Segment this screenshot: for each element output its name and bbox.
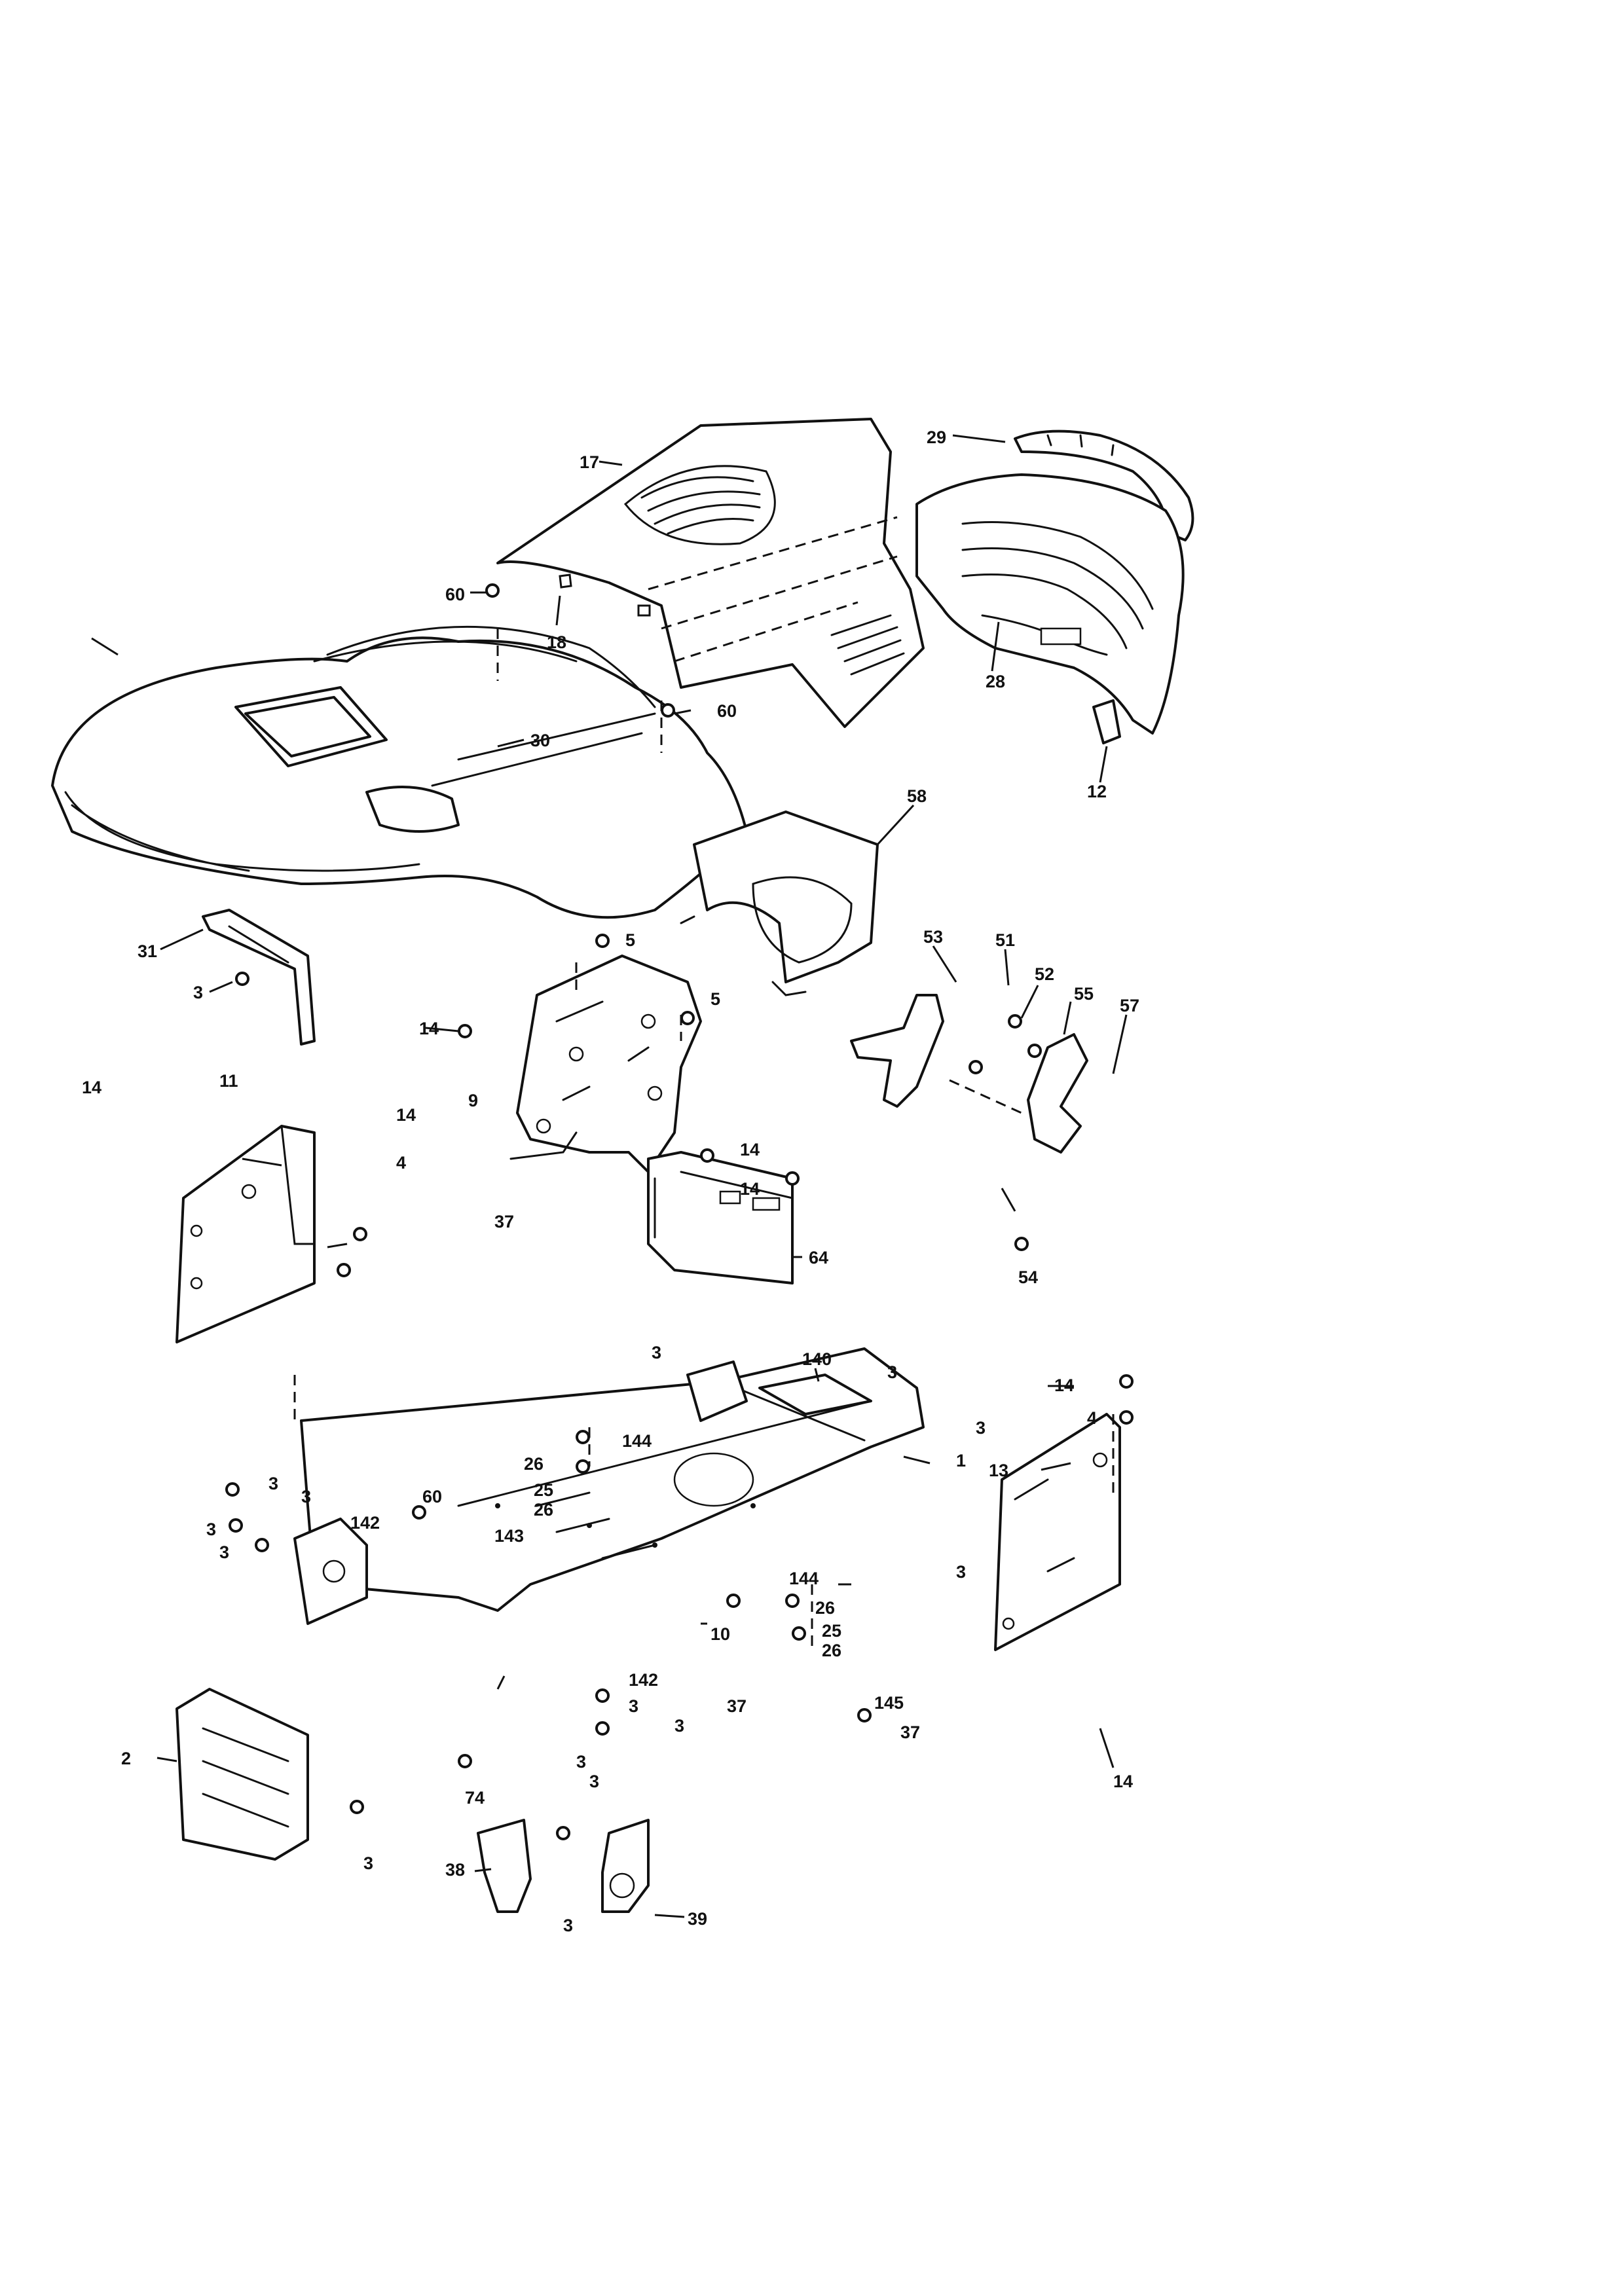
callout-2: 2 bbox=[121, 1749, 131, 1768]
hardware-fasteners bbox=[225, 583, 1134, 1840]
callout-labels: 17 29 60 18 28 60 30 12 58 31 3 5 5 53 5… bbox=[82, 428, 1139, 1935]
callout-55: 55 bbox=[1074, 984, 1094, 1004]
callout-5: 5 bbox=[625, 930, 635, 950]
callout-28: 28 bbox=[986, 672, 1005, 691]
callout-26: 26 bbox=[534, 1500, 553, 1520]
callout-37: 37 bbox=[727, 1696, 747, 1716]
callout-144: 144 bbox=[622, 1431, 652, 1451]
hood-part-17 bbox=[496, 418, 925, 728]
callout-26: 26 bbox=[524, 1454, 544, 1474]
dash-panel-part-9 bbox=[509, 955, 702, 1173]
callout-14: 14 bbox=[396, 1105, 416, 1125]
grille-strip-part-29 bbox=[1014, 429, 1194, 541]
callout-14: 14 bbox=[1054, 1376, 1074, 1395]
callout-3: 3 bbox=[674, 1716, 684, 1736]
callout-30: 30 bbox=[530, 731, 550, 750]
bracket-part-140 bbox=[686, 1360, 748, 1422]
callout-31: 31 bbox=[138, 941, 157, 961]
callout-60: 60 bbox=[445, 585, 465, 604]
callout-11: 11 bbox=[219, 1071, 238, 1091]
callout-3: 3 bbox=[956, 1562, 966, 1582]
callout-18: 18 bbox=[547, 632, 566, 652]
callout-53: 53 bbox=[923, 927, 943, 947]
callout-51: 51 bbox=[995, 930, 1015, 950]
callout-38: 38 bbox=[445, 1860, 465, 1880]
seat-bracket-part-31 bbox=[202, 909, 316, 1046]
callout-3: 3 bbox=[887, 1362, 897, 1382]
bracket-part-38 bbox=[477, 1819, 532, 1913]
callout-10: 10 bbox=[710, 1624, 730, 1644]
callout-14: 14 bbox=[82, 1078, 101, 1097]
pedal-bracket-part-55 bbox=[1027, 1033, 1088, 1154]
main-frame-part-1 bbox=[300, 1347, 925, 1612]
callout-57: 57 bbox=[1120, 996, 1139, 1015]
callout-3: 3 bbox=[629, 1696, 638, 1716]
heat-shield-part-58 bbox=[680, 811, 879, 996]
callout-142: 142 bbox=[350, 1513, 380, 1533]
front-shroud-part-28 bbox=[915, 473, 1185, 735]
callout-12: 12 bbox=[1087, 782, 1107, 801]
callout-144: 144 bbox=[789, 1569, 819, 1588]
leader-lines bbox=[91, 434, 1128, 1918]
callout-4: 4 bbox=[396, 1153, 406, 1173]
callout-3: 3 bbox=[206, 1520, 216, 1539]
callout-3: 3 bbox=[652, 1343, 661, 1362]
callout-3: 3 bbox=[268, 1474, 278, 1493]
callout-3: 3 bbox=[589, 1772, 599, 1791]
callout-143: 143 bbox=[494, 1526, 524, 1546]
callout-3: 3 bbox=[301, 1487, 311, 1506]
callout-26: 26 bbox=[815, 1598, 835, 1618]
callout-3: 3 bbox=[563, 1916, 573, 1935]
callout-74: 74 bbox=[465, 1788, 485, 1808]
callout-14: 14 bbox=[740, 1179, 760, 1199]
callout-25: 25 bbox=[534, 1480, 553, 1500]
callout-145: 145 bbox=[874, 1693, 904, 1713]
callout-14: 14 bbox=[740, 1140, 760, 1159]
callout-60: 60 bbox=[717, 701, 737, 721]
callout-14: 14 bbox=[419, 1019, 439, 1038]
callout-13: 13 bbox=[989, 1461, 1008, 1480]
callout-37: 37 bbox=[494, 1212, 514, 1231]
callout-5: 5 bbox=[710, 989, 720, 1009]
callout-39: 39 bbox=[688, 1909, 707, 1929]
fender-part-30 bbox=[51, 625, 748, 919]
callout-14: 14 bbox=[1113, 1772, 1133, 1791]
callout-4: 4 bbox=[1087, 1408, 1097, 1428]
callout-3: 3 bbox=[219, 1542, 229, 1562]
callout-140: 140 bbox=[802, 1349, 832, 1369]
bracket-part-39 bbox=[601, 1819, 650, 1913]
callout-3: 3 bbox=[576, 1752, 586, 1772]
callout-3: 3 bbox=[193, 983, 203, 1002]
callout-25: 25 bbox=[822, 1621, 841, 1641]
callout-52: 52 bbox=[1035, 964, 1054, 984]
callout-29: 29 bbox=[927, 428, 946, 447]
callout-58: 58 bbox=[907, 786, 927, 806]
callout-17: 17 bbox=[580, 452, 599, 472]
callout-3: 3 bbox=[976, 1418, 986, 1438]
callout-142: 142 bbox=[629, 1670, 658, 1690]
callout-9: 9 bbox=[468, 1091, 478, 1110]
callout-37: 37 bbox=[900, 1722, 920, 1742]
bracket-part-142 bbox=[293, 1518, 368, 1625]
side-panel-part-13 bbox=[994, 1413, 1121, 1651]
callout-60: 60 bbox=[422, 1487, 442, 1506]
callout-26: 26 bbox=[822, 1641, 841, 1660]
bracket-part-12 bbox=[1092, 699, 1121, 744]
console-part-64 bbox=[647, 1151, 794, 1285]
callout-3: 3 bbox=[363, 1853, 373, 1873]
side-panel-part-11 bbox=[175, 1125, 316, 1343]
callout-64: 64 bbox=[809, 1248, 828, 1267]
bracket-part-53 bbox=[850, 994, 944, 1108]
front-panel-part-2 bbox=[175, 1688, 309, 1861]
callout-54: 54 bbox=[1018, 1267, 1038, 1287]
callout-1: 1 bbox=[956, 1451, 966, 1470]
